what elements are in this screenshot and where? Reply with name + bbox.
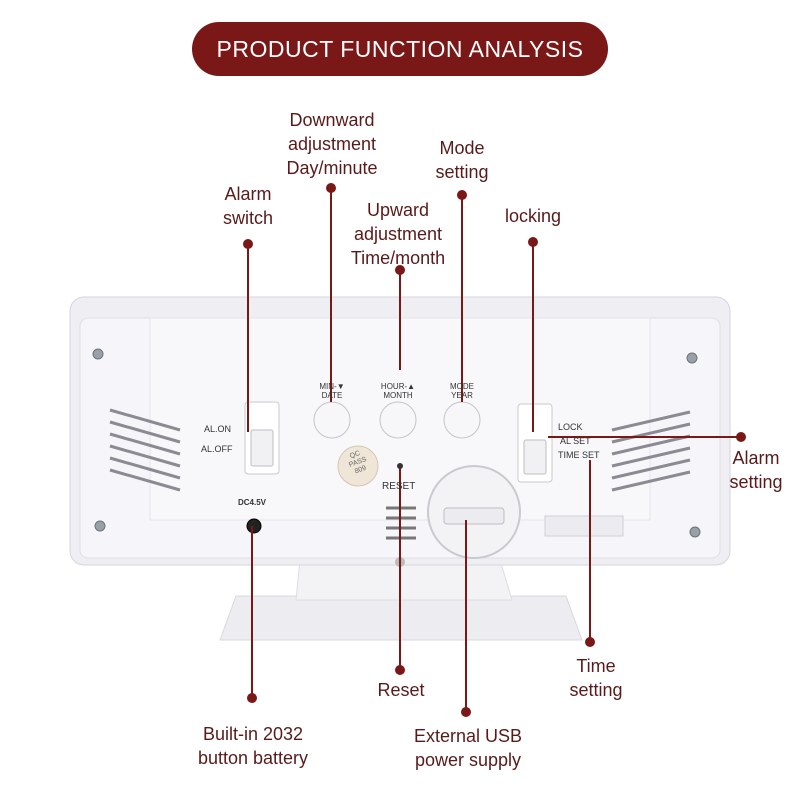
- label-locking: locking: [504, 206, 562, 226]
- alarm-switch-knob: [250, 429, 274, 467]
- lock-switch-knob: [523, 439, 547, 475]
- leader-lines: [243, 183, 746, 717]
- lock-text: LOCK: [558, 422, 583, 432]
- btn-hour-text: HOUR-▲MONTH: [380, 382, 416, 400]
- min-date-button-shape: [313, 401, 351, 439]
- vents-left: [109, 408, 181, 492]
- dc-jack: [246, 518, 262, 534]
- page-title: PRODUCT FUNCTION ANALYSIS: [192, 22, 608, 76]
- stand-neck: [295, 559, 513, 601]
- reset-hole: [397, 463, 403, 469]
- hour-month-button-shape: [379, 401, 417, 439]
- al-on-text: AL.ON: [204, 424, 232, 434]
- screw-bottom-right: [689, 526, 701, 538]
- dc-text: DC4.5V: [238, 498, 267, 507]
- qc-pass-sticker: [337, 445, 379, 487]
- al-set-text: AL SET: [560, 436, 591, 446]
- screw-bottom-left: [94, 520, 106, 532]
- patent-plate: [544, 515, 624, 537]
- time-set-text: TIME SET: [558, 450, 600, 460]
- battery-cover-notch: [443, 507, 505, 525]
- reset-text: RESET: [382, 481, 416, 492]
- btn-min-text: MIN-▼DATE: [319, 382, 345, 400]
- mode-year-button-shape: [443, 401, 481, 439]
- screw-top-right: [686, 352, 698, 364]
- vents-right: [611, 410, 691, 492]
- al-off-text: AL.OFF: [201, 444, 233, 454]
- label-reset: Reset: [377, 680, 425, 700]
- screw-top-left: [92, 348, 104, 360]
